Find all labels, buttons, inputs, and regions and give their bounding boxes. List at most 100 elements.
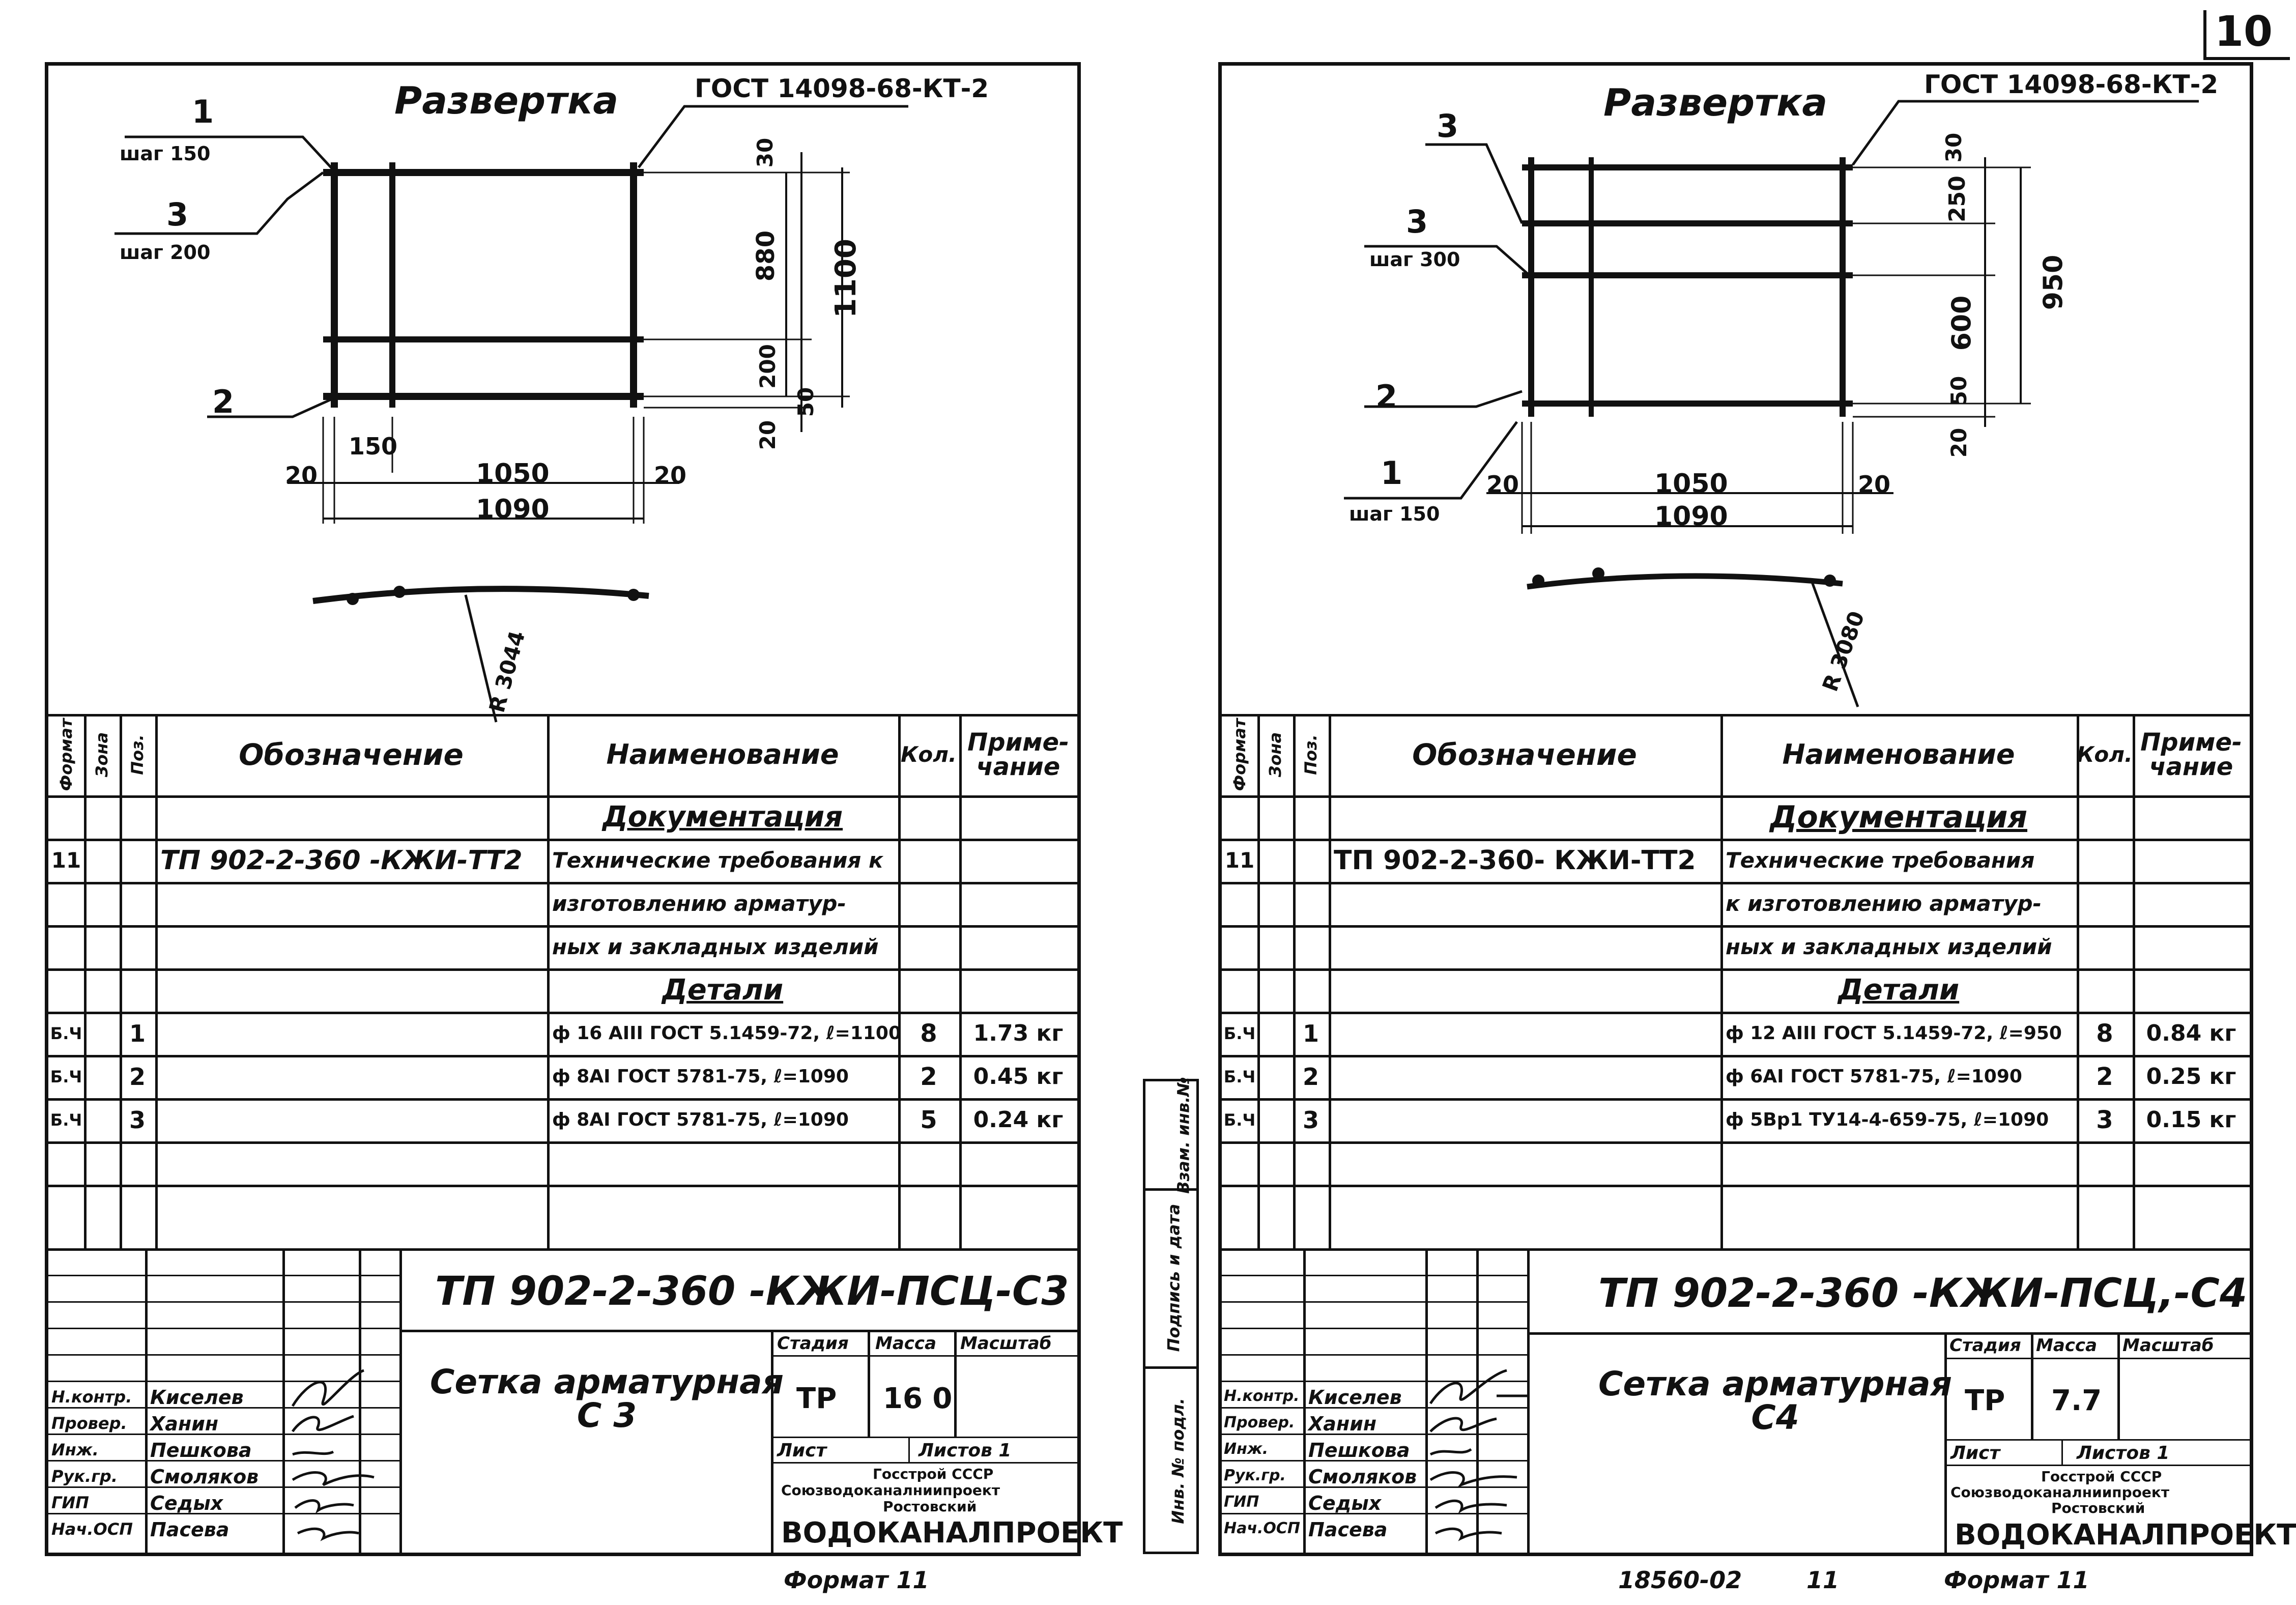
left-doc-code: ТП 902-2-360 -КЖИ-ПСЦ-С3 — [435, 1269, 1069, 1314]
left-doc-name-1: Технические требования к — [552, 847, 883, 873]
right-scale-label: Масштаб — [2122, 1335, 2214, 1356]
left-row3-pos: 3 — [129, 1106, 146, 1134]
right-signatures — [1429, 1369, 1527, 1541]
right-role-4: Рук.гр. — [1224, 1467, 1286, 1484]
right-dim-1090: 1090 — [1654, 501, 1728, 532]
right-row2-note: 0.25 кг — [2146, 1063, 2236, 1090]
left-org-name: ВОДОКАНАЛПРОЕКТ — [781, 1516, 1123, 1550]
right-row3-pos: 3 — [1302, 1106, 1319, 1134]
left-row2-qty: 2 — [920, 1062, 937, 1091]
right-dim-600: 600 — [1946, 295, 1977, 351]
left-org-line3: Ростовский — [883, 1498, 977, 1515]
left-mass-value: 16 0 — [883, 1382, 953, 1415]
right-org-line3: Ростовский — [2051, 1500, 2145, 1516]
side-stamp-replace-inv: Взам. инв.№ — [1173, 1077, 1193, 1194]
left-row1-pos: 1 — [129, 1019, 146, 1047]
right-sheet-label: Лист — [1950, 1443, 2000, 1464]
left-row2-name: ф 8АI ГОСТ 5781-75, ℓ=1090 — [552, 1066, 849, 1087]
right-row2-pos: 2 — [1302, 1063, 1319, 1091]
right-role-2: Провер. — [1224, 1414, 1295, 1431]
right-sheets-label: Листов 1 — [2077, 1443, 2170, 1464]
right-doc-format: 11 — [1224, 847, 1255, 873]
left-name-1: Киселев — [150, 1386, 244, 1409]
right-stage-label: Стадия — [1949, 1335, 2021, 1356]
left-dim-20v: 20 — [755, 420, 781, 450]
corner-page-number: 10 — [2215, 8, 2273, 56]
left-role-3: Инж. — [51, 1440, 99, 1459]
left-sheet-label: Лист — [777, 1440, 827, 1461]
left-stage-label: Стадия — [777, 1333, 849, 1354]
left-dim-20a: 20 — [285, 462, 318, 489]
right-label-pos1-step: шаг 150 — [1349, 503, 1440, 525]
right-dim-20a: 20 — [1486, 471, 1519, 498]
left-name-4: Смоляков — [150, 1466, 259, 1488]
left-row3-qty: 5 — [920, 1105, 937, 1134]
right-dim-50: 50 — [1946, 376, 1972, 406]
right-row2-qty: 2 — [2096, 1062, 2113, 1091]
right-head-name: Наименование — [1782, 738, 2015, 770]
right-name-2: Ханин — [1308, 1413, 1377, 1435]
side-stamp-signature-date: Подпись и дата — [1164, 1203, 1184, 1352]
right-label-pos3: 3 — [1406, 203, 1428, 240]
left-sheets-label: Листов 1 — [919, 1440, 1012, 1461]
right-name-5: Седых — [1308, 1492, 1382, 1514]
right-doc-name-3: ных и закладных изделий — [1726, 934, 2052, 959]
side-stamp: Взам. инв.№ Подпись и дата Инв. № подл. — [1143, 1077, 1199, 1554]
left-row2-note: 0.45 кг — [973, 1063, 1064, 1090]
right-dim-30: 30 — [1941, 132, 1967, 163]
left-doc-format: 11 — [51, 847, 81, 873]
corner-number-tick — [2203, 10, 2206, 60]
right-section-docs: Документация — [1770, 799, 2027, 835]
left-head-note: Приме- чание — [967, 728, 1069, 781]
right-label-pos2: 2 — [1375, 378, 1398, 415]
right-row1-name: ф 12 АIII ГОСТ 5.1459-72, ℓ=950 — [1726, 1022, 2062, 1044]
left-label-pos3: 3 — [166, 196, 189, 233]
right-row3-note: 0.15 кг — [2146, 1106, 2236, 1133]
right-role-3: Инж. — [1224, 1440, 1269, 1458]
right-doc-name-1: Технические требования — [1726, 847, 2035, 873]
right-dim-20b: 20 — [1858, 471, 1891, 498]
left-name-6: Пасева — [150, 1518, 229, 1541]
left-row1-qty: 8 — [920, 1019, 937, 1048]
right-doc-code: ТП 902-2-360 -КЖИ-ПСЦ,-С4 — [1598, 1271, 2248, 1316]
left-drawing-title: Развертка — [394, 79, 619, 123]
left-doc-name-2: изготовлению арматур- — [552, 891, 846, 916]
right-row3-name: ф 5Вр1 ТУ14-4-659-75, ℓ=1090 — [1726, 1109, 2049, 1130]
left-dim-200: 200 — [755, 344, 780, 389]
left-name-5: Седых — [150, 1492, 223, 1514]
right-name-1: Киселев — [1308, 1386, 1402, 1409]
right-row1-note: 0.84 кг — [2146, 1020, 2236, 1046]
right-dim-20v: 20 — [1946, 427, 1972, 458]
left-spec-table: Формат Зона Поз. Обозначение Наименовани… — [48, 714, 1077, 1248]
right-doc-designation: ТП 902-2-360- КЖИ-ТТ2 — [1334, 845, 1696, 876]
footer-code: 18560-02 — [1618, 1566, 1742, 1594]
left-label-pos3-step: шаг 200 — [120, 241, 211, 264]
left-head-qty: Кол. — [901, 742, 957, 767]
right-dim-1050: 1050 — [1654, 469, 1728, 499]
right-head-designation: Обозначение — [1412, 737, 1637, 772]
right-title-block: ТП 902-2-360 -КЖИ-ПСЦ,-С4 Сетка арматурн… — [1222, 1248, 2296, 1553]
left-dim-20b: 20 — [654, 462, 687, 489]
left-name-3: Пешкова — [150, 1439, 252, 1461]
left-role-4: Рук.гр. — [51, 1467, 118, 1486]
right-sheet: Развертка ГОСТ 14098-68-КТ-2 3 3 шаг 300… — [1218, 62, 2296, 1556]
right-dim-250: 250 — [1944, 176, 1970, 222]
left-row2-format: Б.Ч — [50, 1067, 82, 1086]
left-dim-30: 30 — [753, 137, 778, 168]
left-row2-pos: 2 — [129, 1063, 146, 1091]
left-doc-designation: ТП 902-2-360 -КЖИ-ТТ2 — [160, 845, 523, 876]
right-row1-pos: 1 — [1302, 1019, 1319, 1047]
left-dim-1100: 1100 — [829, 239, 863, 318]
left-row1-format: Б.Ч — [50, 1023, 82, 1043]
right-role-6: Нач.ОСП — [1224, 1520, 1300, 1537]
right-doc-name-2: к изготовлению арматур- — [1726, 891, 2042, 916]
left-role-6: Нач.ОСП — [51, 1520, 133, 1539]
right-role-5: ГИП — [1224, 1493, 1259, 1511]
left-dim-150: 150 — [349, 433, 398, 460]
right-spec-table: Формат Зона Поз. Обозначение Наименовани… — [1222, 714, 2250, 1248]
left-doc-name-3: ных и закладных изделий — [552, 934, 879, 959]
left-row3-name: ф 8АI ГОСТ 5781-75, ℓ=1090 — [552, 1109, 849, 1130]
right-row3-qty: 3 — [2096, 1105, 2113, 1134]
right-role-1: Н.контр. — [1224, 1387, 1300, 1405]
left-row3-format: Б.Ч — [50, 1110, 82, 1130]
